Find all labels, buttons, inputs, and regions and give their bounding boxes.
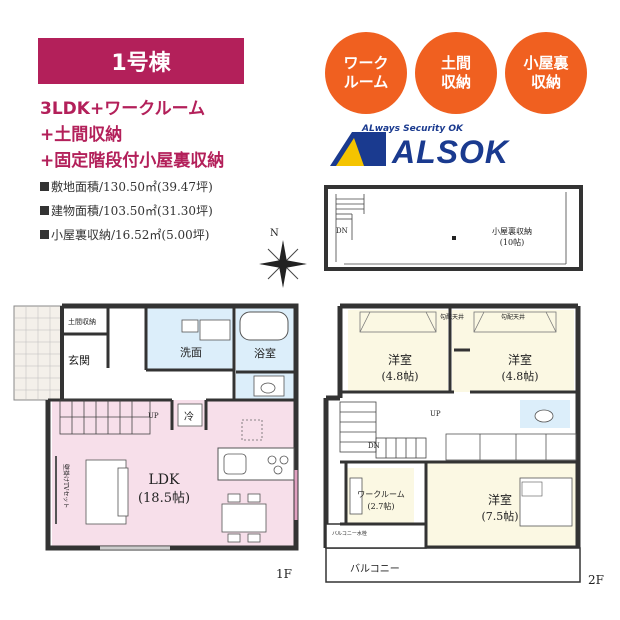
badge-doma-line1: 土間 [440,54,471,73]
building-title: 1号棟 [111,51,171,76]
building-title-banner: 1号棟 [38,38,244,84]
bullet-square-icon [40,230,49,239]
badge-work-room: ワーク ルーム [325,32,407,114]
f1-fridge-label: 冷 [184,410,194,423]
badge-work-room-line2: ルーム [343,73,389,91]
alsok-logo-mark-icon [330,132,386,166]
f2-work-name: ワークルーム [357,490,405,499]
badge-work-room-line1: ワーク [343,54,389,73]
f1-ldk-size: (18.5帖) [138,491,190,506]
floor2-plan [323,303,581,583]
f2-ceil1-label: 勾配天井 [440,313,464,321]
f2-room1-size: (4.8帖) [381,370,418,383]
spec-attic-area-text: 小屋裏収納/16.52㎡(5.00坪) [51,228,210,242]
bullet-square-icon [40,206,49,215]
spec-attic-area: 小屋裏収納/16.52㎡(5.00坪) [40,226,209,243]
badge-doma-line2: 収納 [440,73,471,91]
attic-room-name: 小屋裏収納 [492,226,532,236]
feature-line-1: 3LDK+ワークルーム [40,99,206,119]
alsok-wordmark: ALSOK [392,134,509,170]
badge-attic-storage: 小屋裏 収納 [505,32,587,114]
f1-up-label: UP [148,412,159,420]
f1-doma-label: 土間収納 [68,317,96,326]
f2-faucet-label: バルコニー水栓 [332,530,367,537]
compass-icon [259,240,307,288]
spec-site-area: 敷地面積/130.50㎡(39.47坪) [40,178,213,195]
compass-north-label: N [270,228,279,239]
spec-building-area: 建物面積/103.50㎡(31.30坪) [40,202,213,219]
f2-room2-size: (4.8帖) [501,370,538,383]
feature-line-2: +土間収納 [40,125,123,145]
f2-dn-label: DN [368,442,380,450]
feature-line-3: +固定階段付小屋裏収納 [40,151,225,171]
badge-attic-line1: 小屋裏 [523,54,569,73]
badge-attic-line2: 収納 [530,73,561,91]
f1-genkan-label: 玄関 [68,353,90,367]
f2-balcony-label: バルコニー [350,563,400,575]
f1-ldk-name: LDK [149,472,181,488]
attic-dn-label: DN [336,227,348,235]
f2-room1-name: 洋室 [388,352,412,367]
alsok-tagline: ALways Security OK [362,124,463,134]
f2-up-label: UP [430,410,441,418]
badge-doma-storage: 土間 収納 [415,32,497,114]
f1-tv-label: 壁掛けTVセット [62,464,70,508]
spec-building-area-text: 建物面積/103.50㎡(31.30坪) [51,204,213,218]
floor1-plan [13,303,299,551]
f1-senmen-label: 洗面 [180,346,202,359]
attic-room-size: (10帖) [500,237,524,247]
f1-floor-label: 1F [276,567,292,581]
f2-room3-size: (7.5帖) [481,510,518,523]
f2-room3-name: 洋室 [488,492,512,507]
attic-plan [324,185,583,271]
f2-work-size: (2.7帖) [368,501,395,511]
bullet-square-icon [40,182,49,191]
spec-site-area-text: 敷地面積/130.50㎡(39.47坪) [51,180,213,194]
f2-ceil2-label: 勾配天井 [501,313,525,321]
f2-room2-name: 洋室 [508,352,532,367]
f2-floor-label: 2F [588,573,604,587]
f1-yokushitsu-label: 浴室 [254,346,276,360]
